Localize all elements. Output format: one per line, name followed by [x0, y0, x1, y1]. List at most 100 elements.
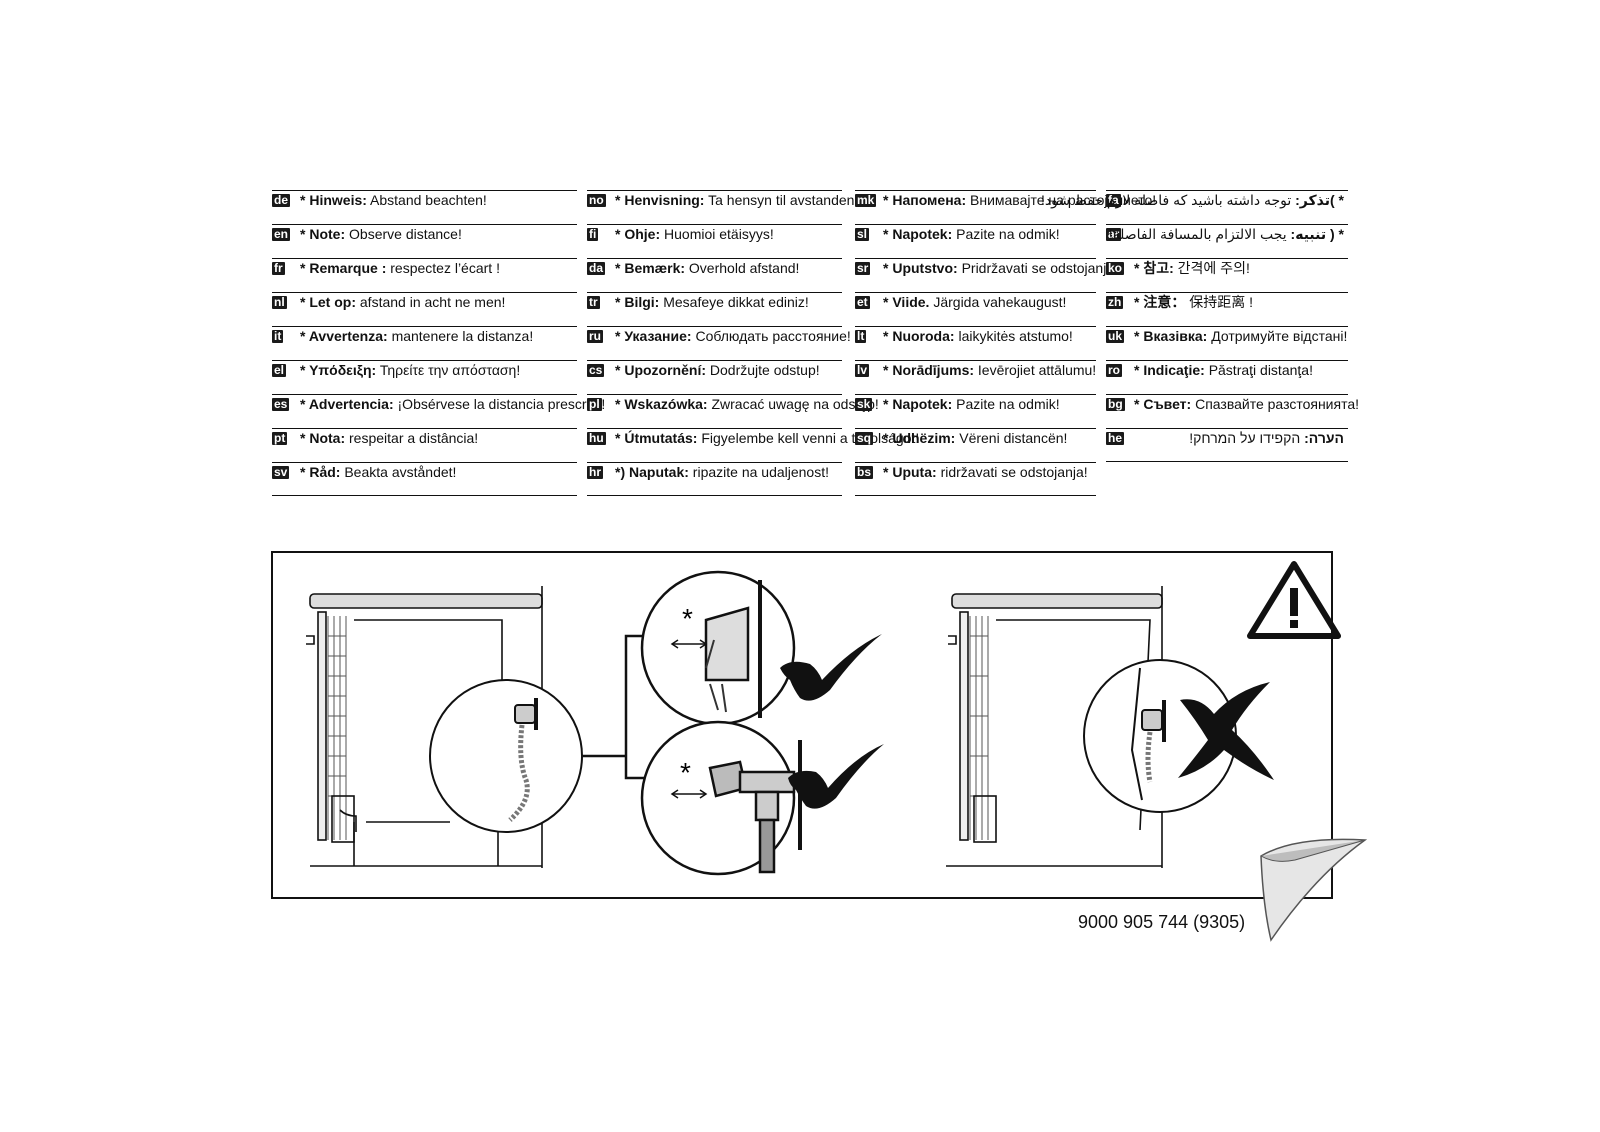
note-message: Ievērojiet attālumu!	[977, 362, 1097, 378]
note-label: * Bilgi:	[615, 294, 660, 310]
note-entry-pt: pt* Nota: respeitar a distância!	[272, 428, 577, 462]
language-code-badge: pl	[587, 397, 602, 411]
note-label: * Ohje:	[615, 226, 661, 242]
note-text: * Advertencia: ¡Obsérvese la distancia p…	[300, 397, 605, 412]
note-entry-bs: bs* Uputa: ridržavati se odstojanja!	[855, 462, 1096, 496]
note-entry-sl: sl* Napotek: Pazite na odmik!	[855, 224, 1096, 258]
note-text: * Viide. Järgida vahekaugust!	[883, 295, 1096, 310]
note-text: * Napotek: Pazite na odmik!	[883, 397, 1096, 412]
note-text: * Upozornění: Dodržujte odstup!	[615, 363, 842, 378]
note-message: Overhold afstand!	[688, 260, 800, 276]
note-entry-et: et* Viide. Järgida vahekaugust!	[855, 292, 1096, 326]
note-label: הערה:	[1304, 430, 1344, 446]
note-text: * ( تنبيه: يجب الالتزام بالمسافة الفاصلة…	[1109, 227, 1344, 242]
language-code-badge: fa	[1106, 193, 1121, 207]
language-code-badge: cs	[587, 363, 605, 377]
language-code-badge: ru	[587, 329, 603, 343]
note-label: * )تذکر:	[1295, 192, 1344, 208]
page-curl-icon	[1260, 838, 1368, 942]
language-code-badge: da	[587, 261, 606, 275]
note-message: Abstand beachten!	[370, 192, 487, 208]
note-message: Vëreni distancën!	[959, 430, 1068, 446]
note-text: * Let op: afstand in acht ne men!	[300, 295, 577, 310]
note-label: * Útmutatás:	[615, 430, 698, 446]
note-label: * Remarque :	[300, 260, 387, 276]
note-message: Järgida vahekaugust!	[933, 294, 1067, 310]
notes-column-3: mk* Напомена: Внимавајте на растојанието…	[855, 190, 1156, 496]
note-message: Păstraţi distanţa!	[1208, 362, 1313, 378]
note-entry-el: el* Υπόδειξη: Τηρείτε την απόσταση!	[272, 360, 577, 394]
note-entry-lv: lv* Norādījums: Ievērojiet attālumu!	[855, 360, 1096, 394]
language-code-badge: sr	[855, 261, 871, 275]
note-text: * Bilgi: Mesafeye dikkat ediniz!	[615, 295, 842, 310]
note-entry-ko: ko* 참고: 간격에 주의!	[1106, 258, 1348, 292]
note-message: laikykitės atstumo!	[958, 328, 1073, 344]
note-text: * Hinweis: Abstand beachten!	[300, 193, 577, 208]
note-entry-zh: zh* 注意： 保持距离 !	[1106, 292, 1348, 326]
note-message: Pazite na odmik!	[956, 396, 1060, 412]
notes-column-1: de * Hinweis: Abstand beachten! en* Note: …	[272, 190, 605, 496]
magnifier-left	[429, 679, 583, 833]
note-text: הערה: הקפידו על המרחק!	[1134, 431, 1344, 446]
note-text: * Вказівка: Дотримуйте відстані!	[1134, 329, 1348, 344]
note-entry-pl: pl* Wskazówka: Zwracać uwagę na odstęp!	[587, 394, 879, 428]
note-label: * Let op:	[300, 294, 356, 310]
note-message: Соблюдать расстояние!	[695, 328, 851, 344]
cross-icon	[1178, 682, 1274, 780]
note-text: * Udhëzim: Vëreni distancën!	[883, 431, 1096, 446]
language-code-badge: de	[272, 193, 291, 207]
note-entry-fr: fr* Remarque : respectez l’écart !	[272, 258, 577, 292]
note-text: * Henvisning: Ta hensyn til avstanden!	[615, 193, 858, 208]
note-message: Mesafeye dikkat ediniz!	[663, 294, 809, 310]
note-label: * Υπόδειξη:	[300, 362, 377, 378]
note-text: * Indicaţie: Păstraţi distanţa!	[1134, 363, 1348, 378]
language-code-badge: tr	[587, 295, 600, 309]
note-text: * Съвет: Спазвайте разстоянията!	[1134, 397, 1359, 412]
language-code-badge: sq	[855, 431, 874, 445]
language-code-badge: el	[272, 363, 287, 377]
language-code-badge: es	[272, 397, 290, 411]
language-code-badge: fr	[272, 261, 285, 275]
note-label: * Hinweis:	[300, 192, 367, 208]
note-message: respeitar a distância!	[349, 430, 479, 446]
note-label: *) Naputak:	[615, 464, 689, 480]
language-code-badge: bg	[1106, 397, 1125, 411]
language-code-badge: fi	[587, 227, 599, 241]
magnifier-right	[1083, 659, 1237, 813]
asterisk-label: *	[682, 603, 693, 634]
language-code-badge: it	[272, 329, 284, 343]
note-entry-de: de * Hinweis: Abstand beachten!	[272, 190, 577, 224]
note-text: * Uputa: ridržavati se odstojanja!	[883, 465, 1096, 480]
note-label: * Napotek:	[883, 396, 953, 412]
note-message: Observe distance!	[349, 226, 462, 242]
note-label: * Wskazówka:	[615, 396, 708, 412]
note-entry-bg: bg * Съвет: Спазвайте разстоянията!	[1106, 394, 1359, 428]
note-text: * 참고: 간격에 주의!	[1134, 261, 1348, 276]
note-message: توجه داشته باشید که فاصله لازم حفظ شود!	[1041, 192, 1292, 208]
note-text: * Norādījums: Ievērojiet attālumu!	[883, 363, 1096, 378]
note-entry-ro: ro* Indicaţie: Păstraţi distanţa!	[1106, 360, 1348, 394]
note-entry-hr: hr*) Naputak: ripazite na udaljenost!	[587, 462, 842, 496]
note-message: ridržavati se odstojanja!	[940, 464, 1088, 480]
note-message: afstand in acht ne men!	[359, 294, 506, 310]
note-text: * Ohje: Huomioi etäisyys!	[615, 227, 842, 242]
note-message: Beakta avståndet!	[344, 464, 457, 480]
note-text: * Avvertenza: mantenere la distanza!	[300, 329, 577, 344]
language-code-badge: sk	[855, 397, 873, 411]
part-number: 9000 905 744 (9305)	[1078, 912, 1246, 932]
note-entry-en: en* Note: Observe distance!	[272, 224, 577, 258]
note-text: * Bemærk: Overhold afstand!	[615, 261, 842, 276]
note-label: * Напомена:	[883, 192, 967, 208]
language-code-badge: no	[587, 193, 606, 207]
asterisk-label: *	[680, 757, 691, 788]
warning-icon	[1247, 561, 1341, 639]
note-message: ¡Obsérvese la distancia prescrita!	[397, 396, 606, 412]
note-entry-sq: sq * Udhëzim: Vëreni distancën!	[855, 428, 1096, 462]
note-label: * Uputa:	[883, 464, 937, 480]
note-message: 간격에 주의!	[1177, 260, 1250, 276]
note-label: * 注意：	[1134, 294, 1186, 310]
note-entry-cs: cs * Upozornění: Dodržujte odstup!	[587, 360, 842, 394]
note-entry-uk: uk* Вказівка: Дотримуйте відстані!	[1106, 326, 1348, 360]
note-message: Huomioi etäisyys!	[664, 226, 774, 242]
language-code-badge: sl	[855, 227, 870, 241]
